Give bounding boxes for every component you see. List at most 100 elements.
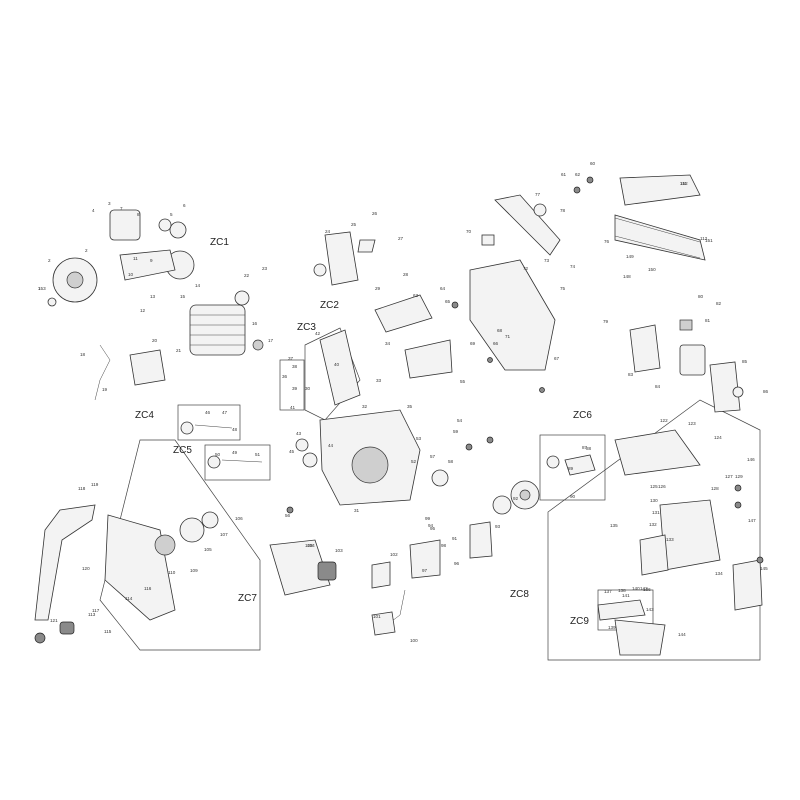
part-number-23: 23 — [262, 266, 268, 271]
part-number-71: 71 — [505, 334, 511, 339]
part-number-99: 99 — [425, 516, 431, 521]
part-number-135: 135 — [610, 523, 618, 528]
part-number-79: 79 — [603, 319, 609, 324]
part-number-37: 37 — [288, 356, 294, 361]
part-number-121: 121 — [50, 618, 58, 623]
group-label-zc1: ZC1 — [210, 237, 229, 248]
part-number-146: 146 — [747, 457, 755, 462]
part-number-92: 92 — [513, 496, 519, 501]
part-number-2: 2 — [85, 248, 88, 253]
part-number-120: 120 — [82, 566, 90, 571]
part-number-77: 77 — [535, 192, 541, 197]
part-number-25: 25 — [351, 222, 357, 227]
part-number-75: 75 — [560, 286, 566, 291]
part-number-116: 116 — [144, 586, 152, 591]
part-number-87: 87 — [582, 445, 588, 450]
part-number-53: 53 — [416, 436, 422, 441]
part-number-118: 118 — [78, 486, 86, 491]
part-number-128: 128 — [711, 486, 719, 491]
part-number-76: 76 — [604, 239, 610, 244]
part-number-153: 153 — [38, 286, 46, 291]
part-number-56: 56 — [285, 513, 291, 518]
part-number-3: 3 — [108, 201, 111, 206]
part-number-40: 40 — [334, 362, 340, 367]
part-number-67: 67 — [554, 356, 560, 361]
part-number-148: 148 — [623, 274, 631, 279]
part-number-66: 66 — [493, 341, 499, 346]
part-number-41: 41 — [290, 405, 296, 410]
part-number-32: 32 — [362, 404, 368, 409]
part-number-38: 38 — [292, 364, 298, 369]
part-number-108: 108 — [305, 543, 313, 548]
group-label-zc5: ZC5 — [173, 445, 192, 456]
part-number-28: 28 — [403, 272, 409, 277]
part-number-117: 117 — [92, 608, 100, 613]
part-number-31: 31 — [354, 508, 360, 513]
part-number-141: 141 — [622, 593, 630, 598]
part-number-13: 13 — [150, 294, 156, 299]
part-number-60: 60 — [590, 161, 596, 166]
part-number-133: 133 — [666, 537, 674, 542]
part-number-101: 101 — [373, 614, 381, 619]
part-number-59: 59 — [453, 429, 459, 434]
part-number-102: 102 — [390, 552, 398, 557]
part-number-84: 84 — [655, 384, 661, 389]
part-number-143: 143 — [646, 607, 654, 612]
part-number-2: 2 — [48, 258, 51, 263]
part-number-145: 145 — [760, 566, 768, 571]
group-label-zc3: ZC3 — [297, 322, 316, 333]
part-number-15: 15 — [180, 294, 186, 299]
part-number-132: 132 — [649, 522, 657, 527]
part-number-6: 6 — [183, 203, 186, 208]
part-number-82: 82 — [716, 301, 722, 306]
part-number-74: 74 — [570, 264, 576, 269]
part-number-95: 95 — [430, 526, 436, 531]
part-number-81: 81 — [705, 318, 711, 323]
part-number-80: 80 — [698, 294, 704, 299]
part-number-57: 57 — [430, 454, 436, 459]
part-number-70: 70 — [466, 229, 472, 234]
part-number-78: 78 — [560, 208, 566, 213]
part-number-151: 151 — [705, 238, 713, 243]
part-number-124: 124 — [714, 435, 722, 440]
part-number-112: 112 — [700, 236, 708, 241]
part-number-18: 18 — [80, 352, 86, 357]
part-number-105: 105 — [204, 547, 212, 552]
part-number-68: 68 — [497, 328, 503, 333]
group-label-zc7: ZC7 — [238, 593, 257, 604]
part-number-152: 152 — [680, 181, 688, 186]
part-number-111: 111 — [680, 181, 687, 186]
part-number-33: 33 — [376, 378, 382, 383]
part-number-45: 45 — [289, 449, 295, 454]
part-number-83: 83 — [628, 372, 634, 377]
part-number-39: 39 — [292, 386, 298, 391]
part-number-150: 150 — [648, 267, 656, 272]
part-number-8: 8 — [137, 212, 140, 217]
part-number-29: 29 — [375, 286, 381, 291]
part-number-103: 103 — [335, 548, 343, 553]
part-number-123: 123 — [688, 421, 696, 426]
part-number-142: 142 — [640, 586, 648, 591]
part-number-138: 138 — [618, 588, 626, 593]
part-number-86: 86 — [763, 389, 769, 394]
part-number-51: 51 — [255, 452, 261, 457]
part-number-96: 96 — [454, 561, 460, 566]
part-number-34: 34 — [385, 341, 391, 346]
part-number-62: 62 — [575, 172, 581, 177]
part-number-11: 11 — [133, 256, 138, 261]
part-number-114: 114 — [125, 596, 133, 601]
part-number-58: 58 — [448, 459, 454, 464]
part-number-27: 27 — [398, 236, 404, 241]
part-number-24: 24 — [325, 229, 331, 234]
part-number-97: 97 — [422, 568, 428, 573]
part-number-64: 64 — [440, 286, 446, 291]
group-label-zc2: ZC2 — [320, 300, 339, 311]
part-number-21: 21 — [176, 348, 182, 353]
part-number-17: 17 — [268, 338, 274, 343]
part-number-55: 55 — [460, 379, 466, 384]
part-number-47: 47 — [222, 410, 228, 415]
part-number-30: 30 — [305, 386, 311, 391]
part-number-10: 10 — [128, 272, 134, 277]
group-label-zc4: ZC4 — [135, 410, 154, 421]
